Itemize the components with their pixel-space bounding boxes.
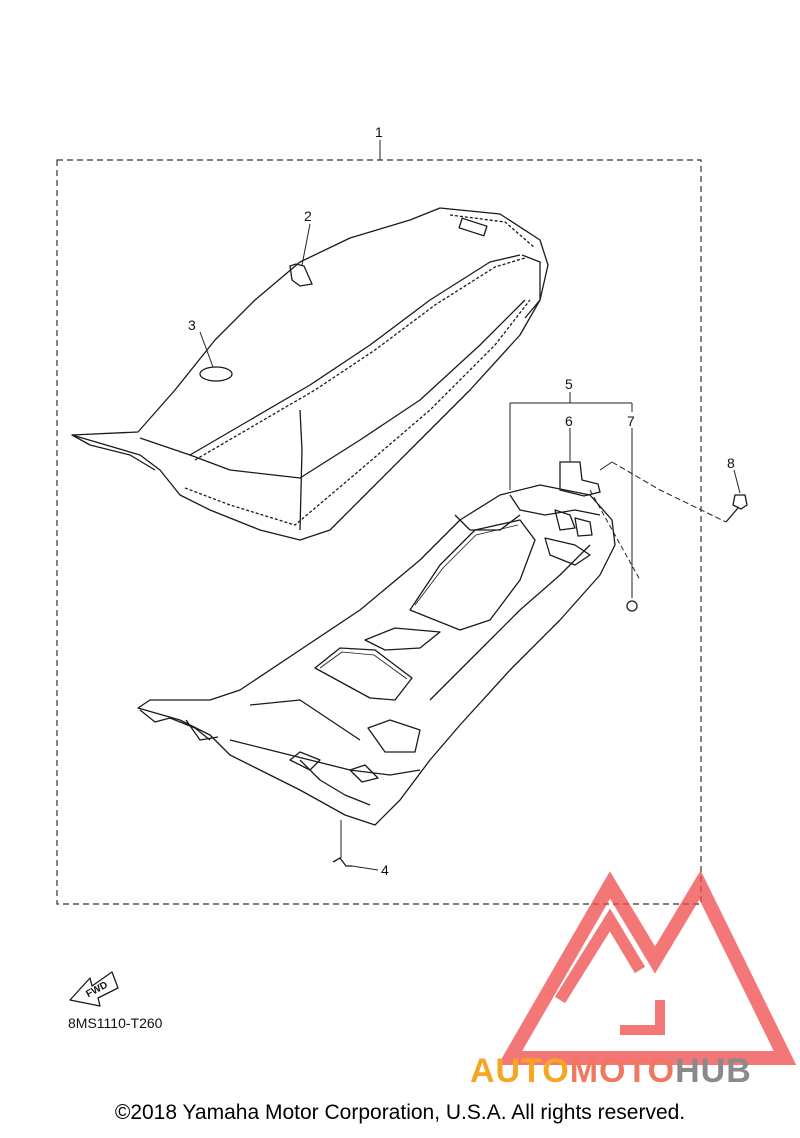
leader-line-8 [733, 469, 741, 494]
callout-6: 6 [565, 413, 573, 429]
bolt [732, 494, 748, 510]
seat-strap [289, 263, 313, 287]
watermark-moto: MOTO [569, 1052, 676, 1090]
nut [626, 600, 638, 612]
callout-3: 3 [188, 317, 196, 333]
seat-base [137, 484, 616, 826]
watermark-hub: HUB [675, 1052, 752, 1090]
callout-5: 5 [565, 376, 573, 392]
fastener-path-8b [599, 461, 613, 471]
seat-cushion [71, 207, 549, 541]
watermark-logo-icon [497, 870, 797, 1065]
seat-emblem [199, 366, 233, 382]
watermark-text: AUTOMOTOHUB [470, 1052, 752, 1091]
diagram-code: 8MS1110-T260 [68, 1015, 163, 1031]
leader-line-2 [301, 223, 311, 266]
fastener-path-8 [611, 461, 727, 523]
assembly-boundary [56, 159, 702, 905]
watermark-auto: AUTO [470, 1052, 570, 1090]
copyright-notice: ©2018 Yamaha Motor Corporation, U.S.A. A… [114, 1101, 686, 1124]
leader-line-4 [351, 865, 379, 871]
latch-plate [559, 461, 601, 497]
fwd-arrow-icon: FWD [69, 971, 119, 1007]
callout-1: 1 [375, 124, 383, 140]
bolt-shank [725, 507, 739, 523]
leader-line-3 [199, 331, 214, 368]
callout-2: 2 [304, 208, 312, 224]
clip [332, 857, 352, 867]
callout-8: 8 [727, 455, 735, 471]
fastener-path-6 [589, 489, 641, 581]
callout-7: 7 [627, 413, 635, 429]
callout-4: 4 [381, 862, 389, 878]
